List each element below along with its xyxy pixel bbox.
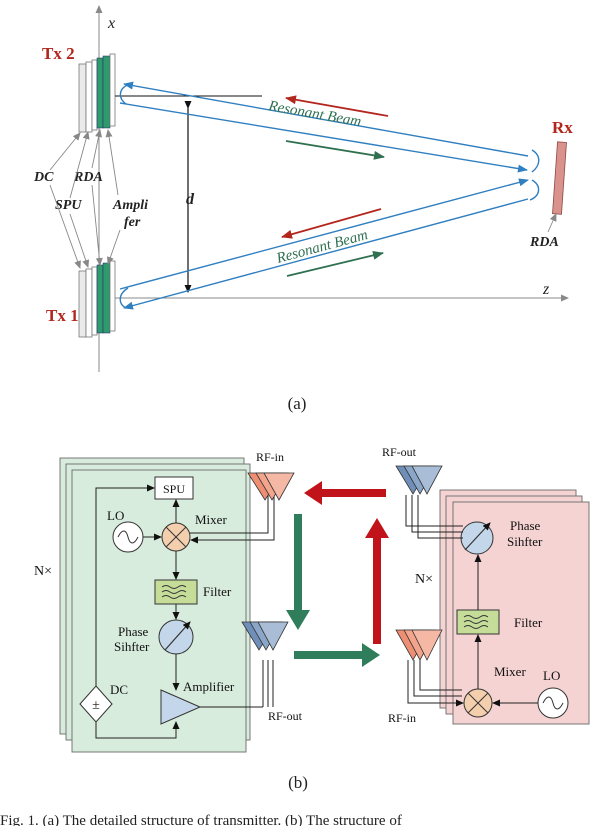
spu-label: SPU <box>55 198 82 213</box>
dc-label: DC <box>33 170 54 185</box>
tx1-module <box>78 260 116 338</box>
rda-label: RDA <box>73 170 103 185</box>
lower-resonant-beam <box>119 178 540 310</box>
phase-right-line2: Sihfter <box>507 534 543 549</box>
label-pointers <box>49 129 121 269</box>
filter-right-label: Filter <box>514 615 543 630</box>
phase-left-line2: Sihfter <box>114 639 150 654</box>
rf-in-antenna-left <box>247 472 295 501</box>
rf-out-left-label: RF-out <box>268 709 303 723</box>
n-left-label: N× <box>34 564 52 579</box>
rf-out-antenna-right <box>395 465 443 495</box>
filter-left-label: Filter <box>203 584 232 599</box>
rx-rda-pointer <box>547 213 557 233</box>
mixer-right <box>463 688 493 718</box>
amplifier-label-line2: fer <box>124 215 141 230</box>
amplifier-label-b: Amplifier <box>183 679 235 694</box>
lo-left <box>112 521 144 553</box>
n-right-label: N× <box>415 572 433 587</box>
phase-shifter-left <box>158 619 194 655</box>
filter-right <box>456 609 500 635</box>
right-wiring <box>405 495 538 707</box>
flow-arrow-green-down <box>286 514 310 630</box>
flow-arrow-green-right <box>294 643 380 667</box>
spu-label-b: SPU <box>163 482 185 496</box>
rx-label: Rx <box>552 118 573 137</box>
lower-beam-label: Resonant Beam <box>274 227 370 267</box>
panel-a: x z Tx 2 Tx 1 DC RDA SPU Ampli fer <box>33 5 573 413</box>
lower-green-arrow <box>286 250 384 277</box>
rf-in-antenna-right <box>395 629 443 661</box>
upper-resonant-beam <box>119 81 540 173</box>
dc-label-b: DC <box>110 682 128 697</box>
lo-right-label: LO <box>543 668 560 683</box>
upper-green-arrow <box>285 140 385 160</box>
flow-arrow-red-left <box>304 481 386 505</box>
tx2-module <box>78 53 116 133</box>
phase-right-line1: Phase <box>510 518 541 533</box>
amplifier-label-line1: Ampli <box>112 198 148 213</box>
dc-symbol: ± <box>92 698 100 713</box>
left-wiring <box>95 484 275 739</box>
figure-caption: Fig. 1. (a) The detailed structure of tr… <box>0 810 614 826</box>
x-axis-label: x <box>107 15 115 32</box>
phase-shifter-right <box>460 521 494 555</box>
rf-out-right-label: RF-out <box>382 445 417 459</box>
rx-module <box>552 141 567 215</box>
mixer-left-label: Mixer <box>195 512 227 527</box>
rf-out-antenna-left <box>241 621 289 651</box>
mixer-left <box>161 522 191 552</box>
panel-a-caption: (a) <box>288 394 307 413</box>
phase-left-line1: Phase <box>118 624 149 639</box>
lower-red-arrow <box>281 208 382 239</box>
lo-right <box>537 687 569 719</box>
rf-in-left-label: RF-in <box>256 450 284 464</box>
panel-b-caption: (b) <box>288 773 308 792</box>
lo-left-label: LO <box>107 508 124 523</box>
mixer-right-label: Mixer <box>494 664 526 679</box>
panel-b: SPU LO Mixer Filter Phase Sihfter ± DC <box>34 445 590 792</box>
rx-rda-label: RDA <box>529 235 559 250</box>
distance-label: d <box>186 191 195 208</box>
figure-caption-text: Fig. 1. (a) The detailed structure of tr… <box>0 813 402 826</box>
tx2-label: Tx 2 <box>42 44 75 63</box>
amplifier-triangle <box>160 689 202 725</box>
tx1-label: Tx 1 <box>46 306 79 325</box>
flow-arrow-red-up <box>365 518 389 644</box>
filter-left <box>154 579 198 605</box>
z-axis-label: z <box>542 281 550 298</box>
upper-red-arrow <box>285 95 389 117</box>
rf-in-right-label: RF-in <box>388 711 416 725</box>
